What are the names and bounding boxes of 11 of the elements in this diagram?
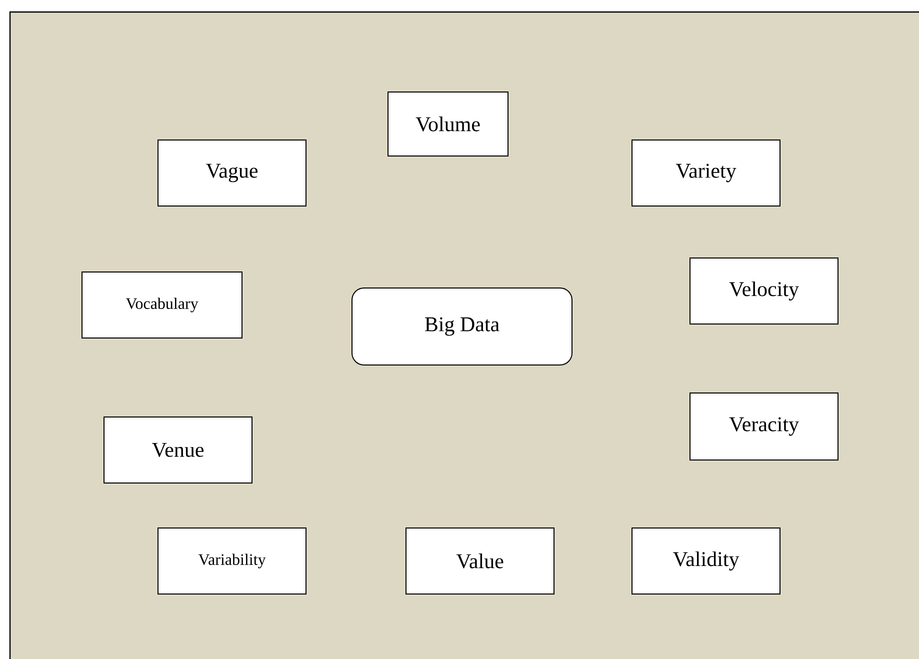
term-box: Veracity: [690, 392, 838, 460]
term-box: Vocabulary: [82, 272, 242, 338]
term-box: Value: [406, 528, 554, 594]
term-box: Variety: [632, 140, 780, 206]
term-box: Venue: [104, 416, 252, 484]
term-box: Vague: [158, 140, 306, 206]
central-box: Big Data: [352, 288, 572, 366]
term-box: Volume: [388, 92, 508, 156]
term-box: Validity: [632, 528, 780, 594]
term-box: Velocity: [690, 258, 838, 324]
term-box: Variability: [158, 528, 306, 594]
